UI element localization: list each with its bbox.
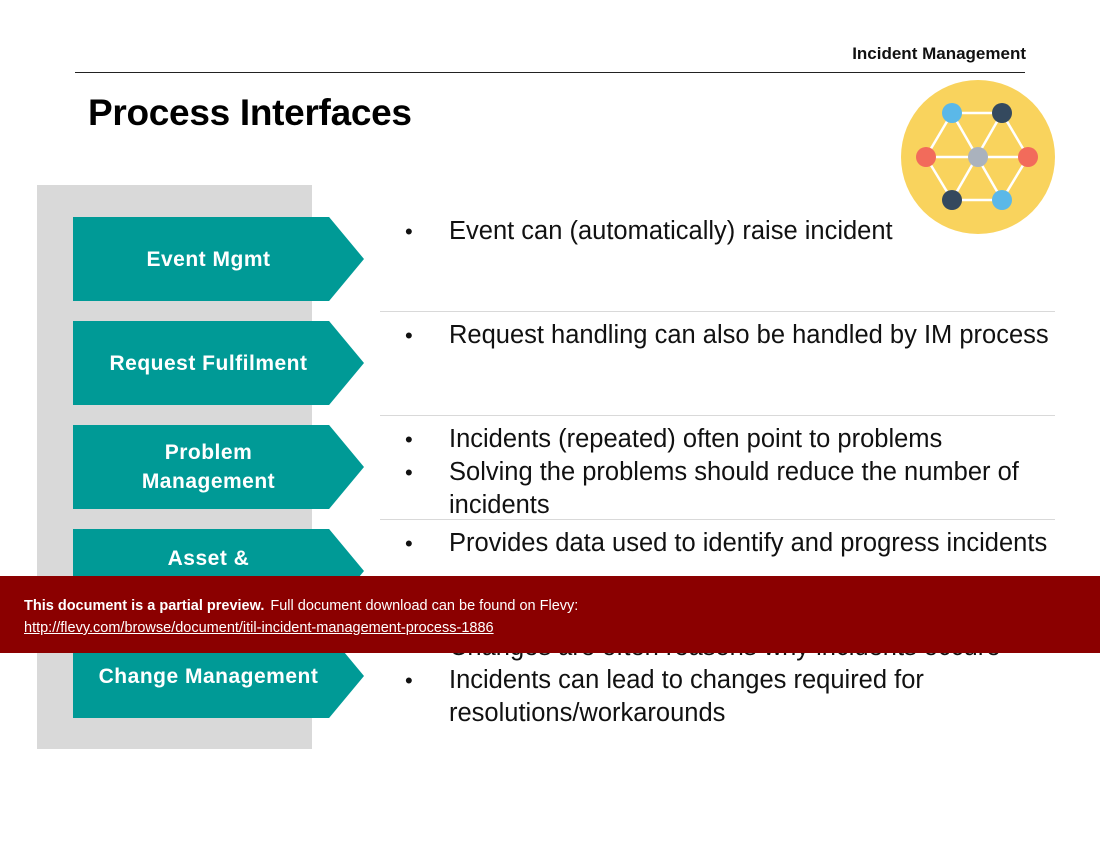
list-item: •Incidents (repeated) often point to pro…: [405, 423, 1055, 456]
chevron-label: Event Mgmt: [146, 247, 271, 271]
list-item: •Incidents can lead to changes required …: [405, 666, 924, 727]
chevron-label: Request Fulfilment: [109, 351, 308, 375]
row-divider: [380, 519, 1055, 520]
page-title: Process Interfaces: [88, 92, 412, 133]
chevron-label: Asset &: [167, 546, 250, 570]
chevron-label: Change Management: [98, 664, 319, 688]
bullet-symbol: •: [405, 323, 413, 348]
bullet-list-event-mgmt: •Event can (automatically) raise inciden…: [405, 215, 1055, 248]
bullet-symbol: •: [405, 427, 413, 452]
row-divider: [380, 415, 1055, 416]
banner-bold-text: This document is a partial preview.: [24, 598, 265, 614]
banner-message: This document is a partial preview. Full …: [24, 596, 1076, 616]
chevron-label: Problem Management: [141, 441, 276, 493]
bullet-list-request-fulfilment: •Request handling can also be handled by…: [405, 319, 1055, 352]
list-item: •Event can (automatically) raise inciden…: [405, 215, 1055, 248]
row-divider: [380, 311, 1055, 312]
bullet-symbol: •: [405, 531, 413, 556]
chevron-problem-management: Problem Management: [73, 425, 364, 509]
chevron-event-mgmt: Event Mgmt: [73, 217, 364, 301]
list-item: •Request handling can also be handled by…: [405, 319, 1055, 352]
list-item: •Solving the problems should reduce the …: [405, 458, 1019, 519]
download-link[interactable]: http://flevy.com/browse/document/itil-in…: [24, 620, 494, 636]
network-hexagon-icon: [901, 80, 1055, 234]
banner-text: Full document download can be found on F…: [270, 598, 579, 614]
chevron-request-fulfilment: Request Fulfilment: [73, 321, 364, 405]
list-item: •Provides data used to identify and prog…: [405, 527, 1055, 560]
bullet-list-asset: •Provides data used to identify and prog…: [405, 527, 1055, 560]
header-rule: [75, 72, 1025, 73]
bullet-symbol: •: [405, 668, 413, 693]
bullet-symbol: •: [405, 460, 413, 485]
header-label: Incident Management: [852, 44, 1026, 63]
bullet-symbol: •: [405, 219, 413, 244]
preview-banner: This document is a partial preview. Full …: [0, 576, 1100, 653]
bullet-list-problem-management: •Incidents (repeated) often point to pro…: [405, 423, 1055, 522]
